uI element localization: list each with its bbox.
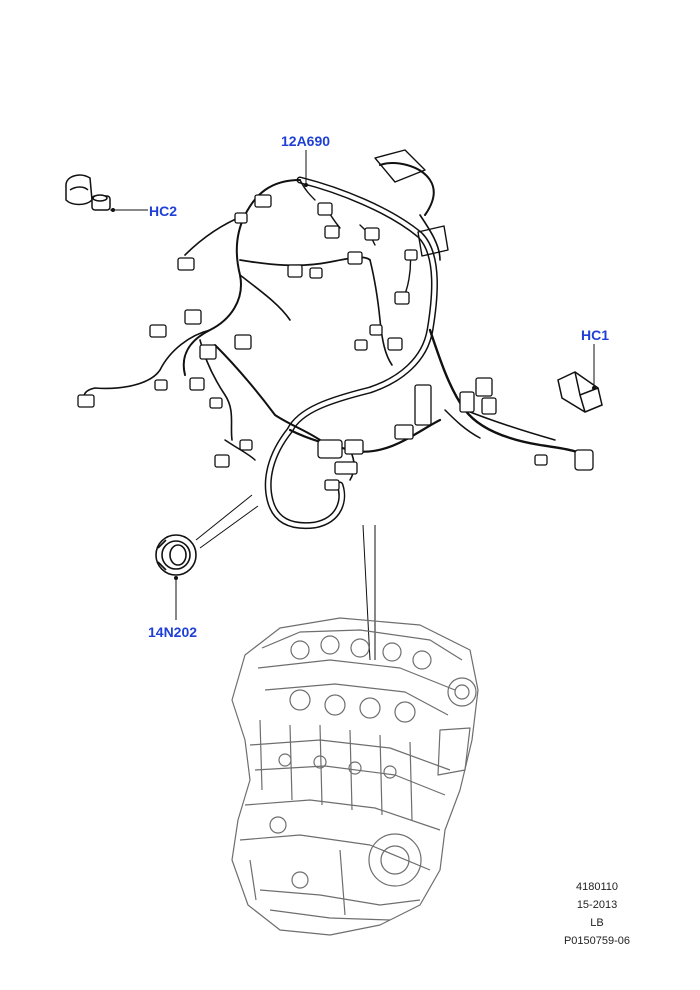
callout-12a690[interactable]: 12A690 (281, 133, 331, 149)
clip-hc1-part[interactable] (557, 371, 603, 413)
reference-drawing-number: P0150759-06 (563, 935, 631, 947)
grommet-fitting-lines (195, 494, 259, 549)
reference-code: 4180110 (575, 881, 618, 893)
harness-leader-dot (304, 183, 308, 187)
callout-14n202[interactable]: 14N202 (148, 624, 198, 640)
reference-block: 4180110 15-2013 LB P0150759-06 (517, 878, 677, 950)
reference-variant: LB (590, 917, 604, 929)
callout-hc1[interactable]: HC1 (581, 327, 610, 343)
hc2-leader-dot (111, 208, 115, 212)
callout-hc2[interactable]: HC2 (149, 203, 178, 219)
reference-date: 15-2013 (576, 899, 618, 911)
harness-connectors (77, 194, 594, 491)
hc1-leader-dot (592, 386, 596, 390)
grommet-leader-dot (174, 576, 178, 580)
grommet-part[interactable] (155, 534, 197, 576)
harness-fitting-lines (362, 524, 376, 661)
engine-block-reference (231, 617, 479, 936)
clip-hc2-part[interactable] (65, 174, 111, 211)
